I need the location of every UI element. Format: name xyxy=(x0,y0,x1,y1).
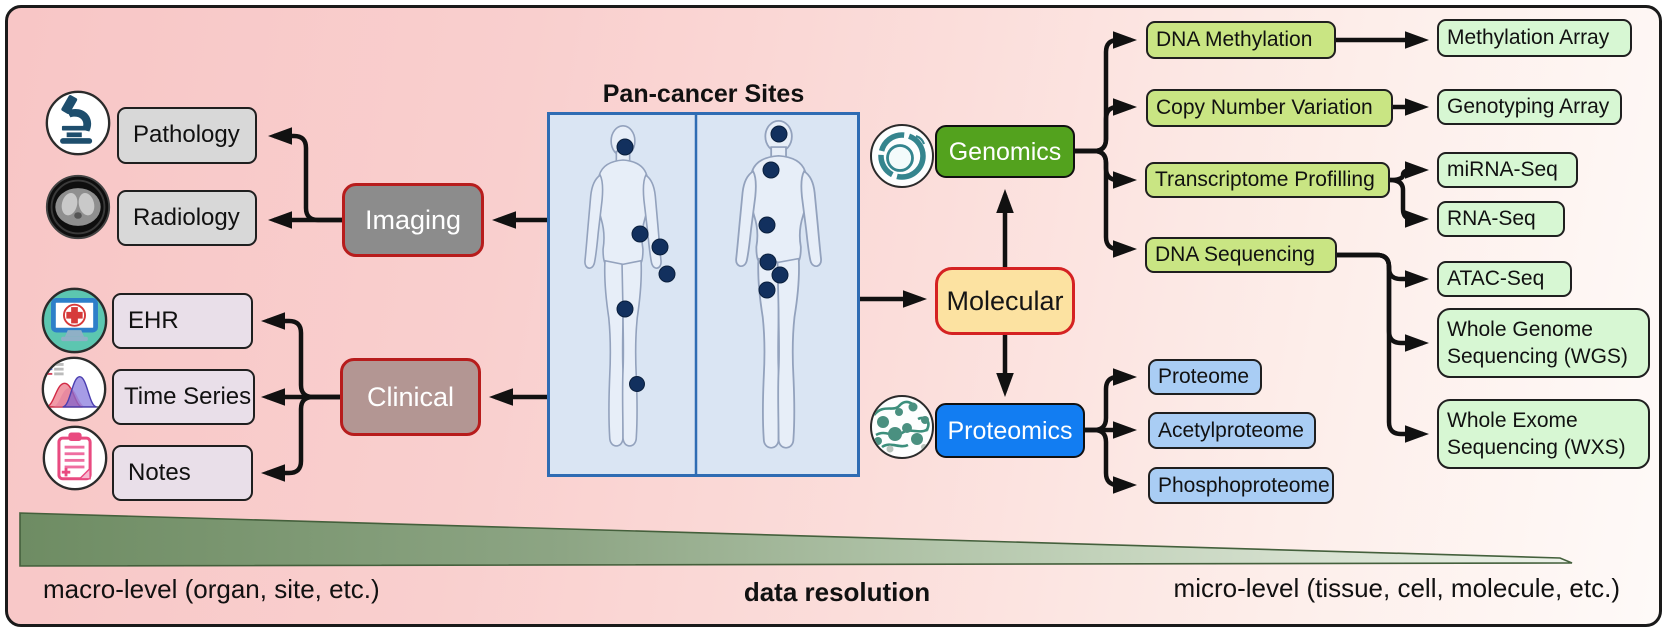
node-wgs-label: Whole Genome Sequencing (WGS) xyxy=(1447,317,1628,368)
microscope-icon xyxy=(44,89,112,162)
node-radiology-label: Radiology xyxy=(133,203,240,231)
node-mirna-seq-label: miRNA-Seq xyxy=(1447,158,1558,182)
micro-level-label: micro-level (tissue, cell, molecule, etc… xyxy=(1173,573,1620,603)
ct-scan-icon xyxy=(44,173,112,246)
protein-network-icon xyxy=(869,394,935,465)
node-proteome: Proteome xyxy=(1148,359,1262,395)
node-dna-sequencing-label: DNA Sequencing xyxy=(1155,243,1315,267)
macro-level-label: macro-level (organ, site, etc.) xyxy=(43,574,380,604)
node-proteomics: Proteomics xyxy=(935,403,1085,458)
node-rna-seq: RNA-Seq xyxy=(1437,201,1565,237)
node-ehr-label: EHR xyxy=(128,306,179,334)
node-mirna-seq: miRNA-Seq xyxy=(1437,152,1578,188)
node-time-series-label: Time Series xyxy=(124,382,252,410)
node-copy-number-variation: Copy Number Variation xyxy=(1146,89,1393,127)
node-acetylproteome-label: Acetylproteome xyxy=(1158,418,1304,442)
data-resolution-label: data resolution xyxy=(743,577,931,607)
node-dna-sequencing: DNA Sequencing xyxy=(1145,237,1337,273)
node-time-series: Time Series xyxy=(112,369,255,425)
node-clinical: Clinical xyxy=(340,358,481,436)
node-pathology-label: Pathology xyxy=(133,121,240,149)
node-wxs: Whole Exome Sequencing (WXS) xyxy=(1437,399,1650,469)
node-atac-seq-label: ATAC-Seq xyxy=(1447,267,1545,291)
panel-title: Pan-cancer Sites xyxy=(602,80,805,108)
node-radiology: Radiology xyxy=(117,190,257,246)
node-dna-methylation: DNA Methylation xyxy=(1146,21,1336,59)
node-genomics: Genomics xyxy=(935,125,1075,178)
pan-cancer-sites-panel xyxy=(547,112,860,477)
node-genotyping-array: Genotyping Array xyxy=(1437,89,1622,125)
ehr-monitor-icon xyxy=(40,286,109,360)
node-acetylproteome: Acetylproteome xyxy=(1148,412,1316,449)
node-dna-methylation-label: DNA Methylation xyxy=(1156,28,1313,52)
node-genomics-label: Genomics xyxy=(948,137,1062,166)
node-ehr: EHR xyxy=(112,293,253,349)
node-notes: Notes xyxy=(112,445,253,501)
node-imaging: Imaging xyxy=(342,183,484,257)
human-body-sites-figure xyxy=(584,115,822,474)
clipboard-notes-icon xyxy=(41,424,109,497)
node-proteome-label: Proteome xyxy=(1158,365,1250,389)
node-transcriptome-profilling-label: Transcriptome Profilling xyxy=(1155,168,1375,192)
node-pathology: Pathology xyxy=(117,107,257,164)
node-proteomics-label: Proteomics xyxy=(947,416,1073,445)
node-rna-seq-label: RNA-Seq xyxy=(1447,207,1536,231)
node-phosphoproteome-label: Phosphoproteome xyxy=(1158,473,1330,497)
node-wgs: Whole Genome Sequencing (WGS) xyxy=(1437,308,1650,378)
node-molecular: Molecular xyxy=(935,267,1075,335)
node-genotyping-array-label: Genotyping Array xyxy=(1447,95,1610,119)
node-methylation-array: Methylation Array xyxy=(1437,19,1632,57)
node-molecular-label: Molecular xyxy=(946,285,1064,316)
node-wxs-label: Whole Exome Sequencing (WXS) xyxy=(1447,408,1626,459)
node-transcriptome-profilling: Transcriptome Profilling xyxy=(1145,162,1390,198)
cell-nucleus-icon xyxy=(869,123,935,194)
node-copy-number-variation-label: Copy Number Variation xyxy=(1156,96,1373,120)
time-series-chart-icon xyxy=(40,355,108,428)
node-imaging-label: Imaging xyxy=(364,204,462,235)
node-atac-seq: ATAC-Seq xyxy=(1437,261,1572,297)
node-methylation-array-label: Methylation Array xyxy=(1447,26,1610,50)
cancer-site-dots xyxy=(616,125,789,392)
node-notes-label: Notes xyxy=(128,458,191,486)
node-clinical-label: Clinical xyxy=(366,381,455,412)
node-phosphoproteome: Phosphoproteome xyxy=(1148,467,1334,504)
